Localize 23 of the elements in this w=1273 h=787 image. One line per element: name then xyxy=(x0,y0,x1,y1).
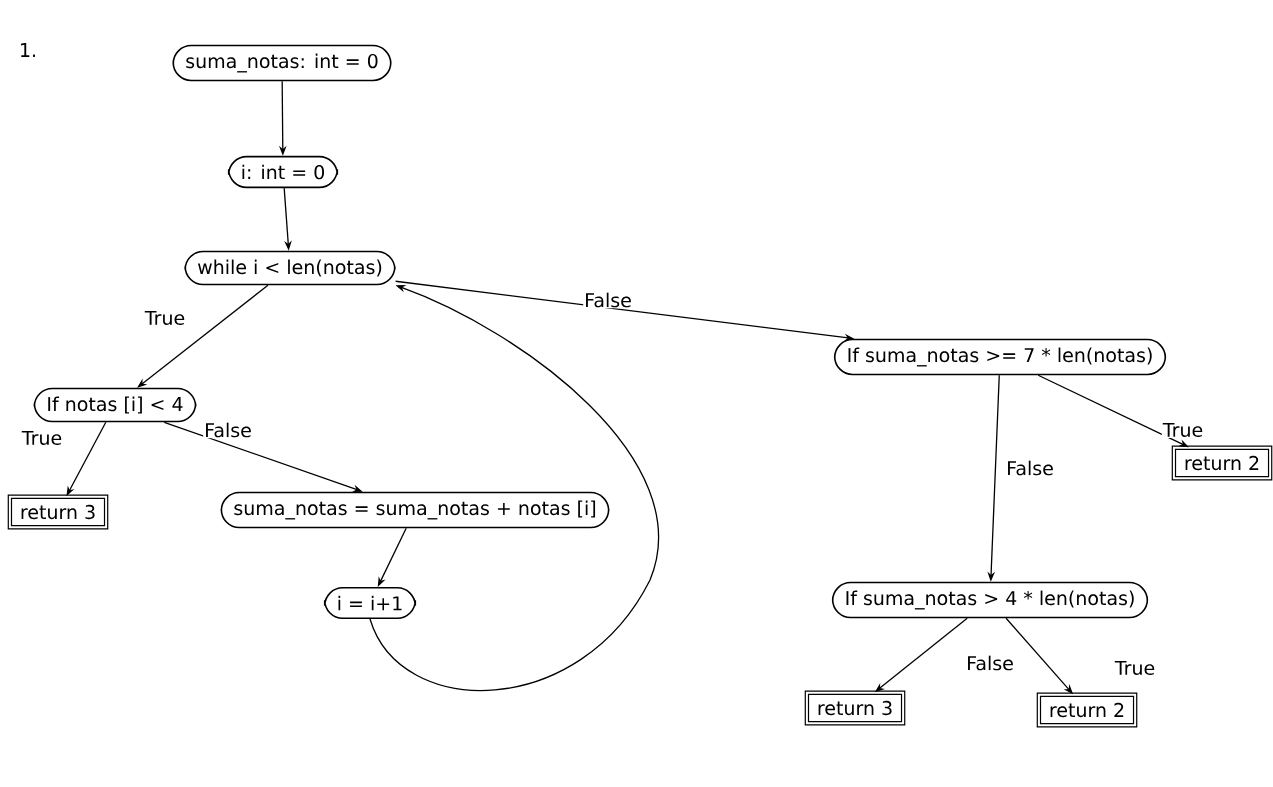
edge-label: True xyxy=(20,429,64,447)
arrow xyxy=(137,284,269,388)
rounded-box: while i < len(notas) xyxy=(184,250,396,286)
rounded-box: i = i+1 xyxy=(323,587,417,620)
arrow xyxy=(369,285,659,691)
return-box: return 2 xyxy=(1171,445,1273,481)
return-box: return 2 xyxy=(1036,692,1138,728)
edge-label: False xyxy=(203,421,253,439)
edge-label: True xyxy=(1113,659,1157,677)
step-number: 1. xyxy=(21,43,35,57)
edge-label: False xyxy=(965,654,1015,672)
return-box: return 3 xyxy=(804,690,906,726)
rounded-box: If notas [i] < 4 xyxy=(33,387,197,423)
rounded-box: i: int = 0 xyxy=(227,155,339,189)
return-box: return 3 xyxy=(7,494,109,530)
rounded-box: If suma_notas > 4 * len(notas) xyxy=(831,581,1149,619)
edge-label: False xyxy=(1005,459,1055,477)
rounded-box: suma_notas = suma_notas + notas [i] xyxy=(220,491,610,529)
edge-label: True xyxy=(1161,421,1205,439)
edge-label: True xyxy=(143,309,187,327)
edge-label: False xyxy=(583,291,633,309)
rounded-box: If suma_notas >= 7 * len(notas) xyxy=(833,338,1167,376)
rounded-box: suma_notas: int = 0 xyxy=(172,44,392,82)
